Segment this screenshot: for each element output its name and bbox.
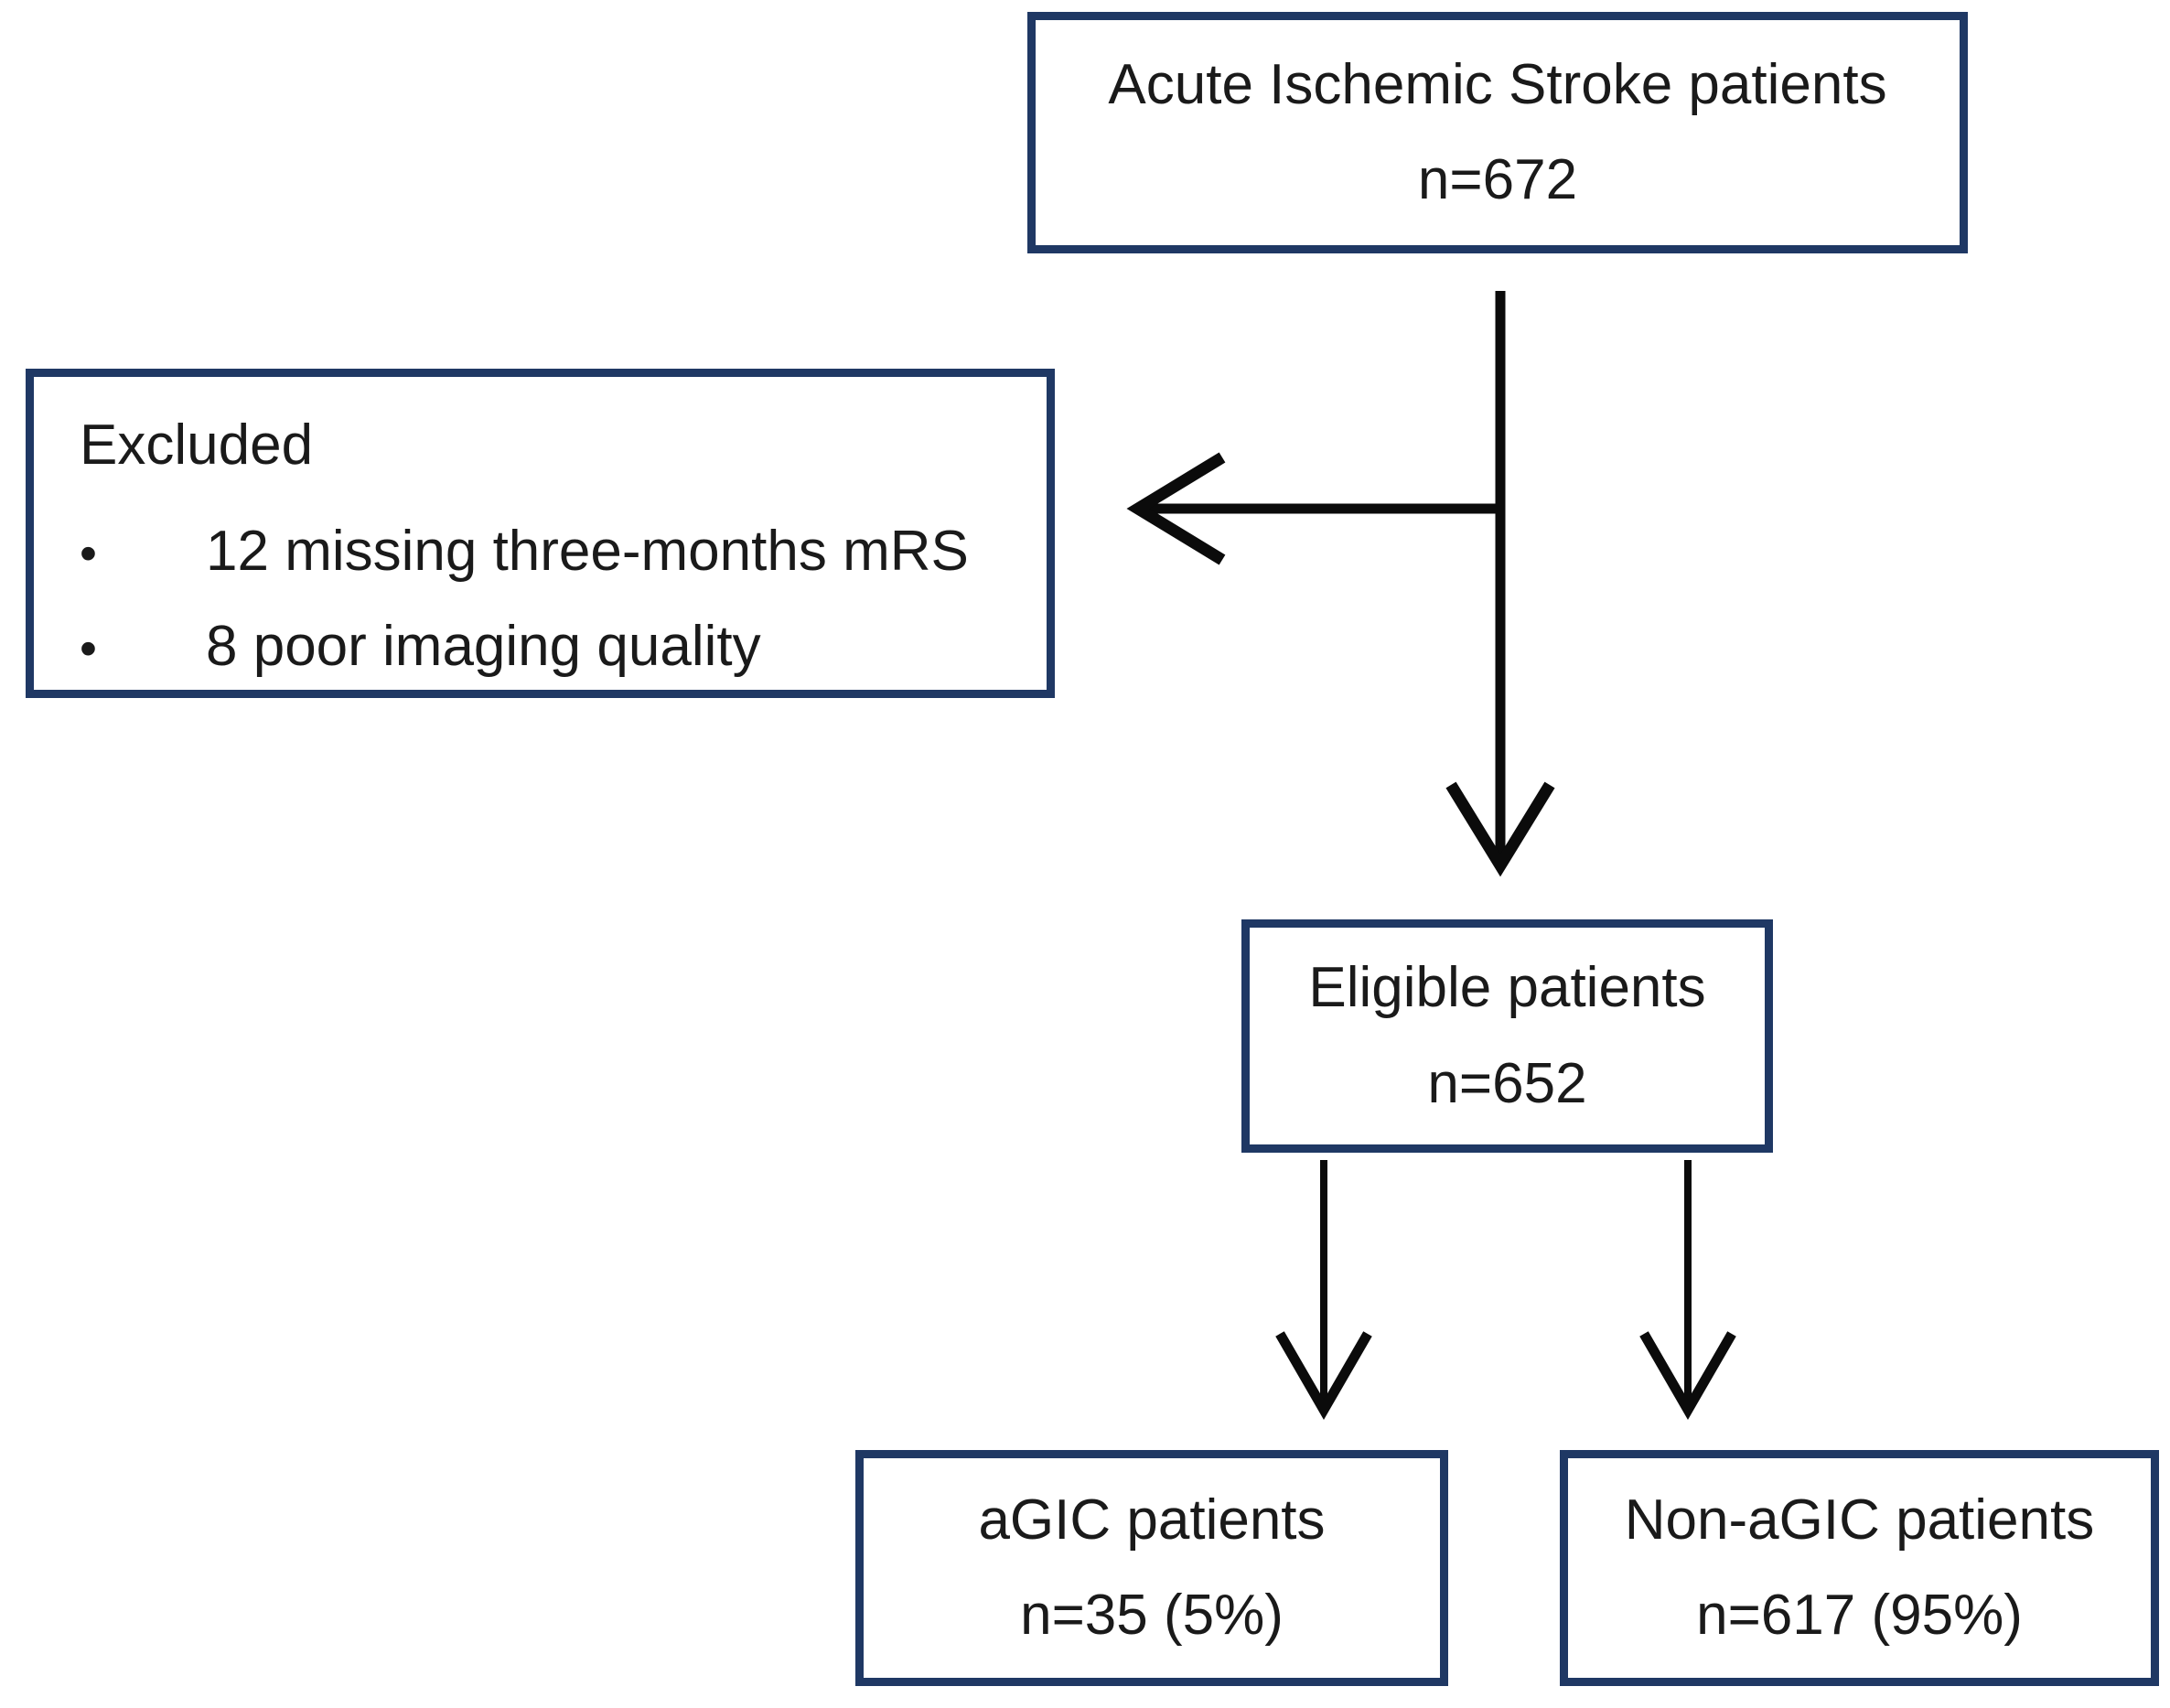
node-count: n=672: [1417, 148, 1578, 211]
node-count: n=652: [1427, 1051, 1587, 1115]
node-excluded: Excluded • 12 missing three-months mRS •…: [26, 369, 1055, 698]
node-agic-patients: aGIC patients n=35 (5%): [855, 1450, 1448, 1686]
arrow-eligible-to-agic: [1275, 1160, 1372, 1420]
excluded-item-text: 8 poor imaging quality: [206, 615, 761, 678]
node-eligible-patients: Eligible patients n=652: [1241, 919, 1773, 1153]
node-title: Non-aGIC patients: [1624, 1488, 2095, 1552]
node-count: n=617 (95%): [1696, 1584, 2023, 1647]
excluded-item: • 12 missing three-months mRS: [80, 523, 1028, 580]
excluded-item: • 8 poor imaging quality: [80, 618, 1028, 675]
arrow-acute-to-eligible: [1445, 291, 1555, 877]
excluded-title: Excluded: [80, 414, 314, 477]
arrow-branch-to-excluded: [1126, 452, 1505, 565]
node-acute-stroke-patients: Acute Ischemic Stroke patients n=672: [1027, 12, 1968, 253]
node-title: aGIC patients: [978, 1488, 1326, 1552]
bullet-icon: •: [80, 621, 97, 676]
node-non-agic-patients: Non-aGIC patients n=617 (95%): [1560, 1450, 2159, 1686]
bullet-icon: •: [80, 526, 97, 581]
node-title: Eligible patients: [1308, 956, 1706, 1020]
node-title: Acute Ischemic Stroke patients: [1108, 52, 1887, 116]
arrow-eligible-to-nonagic: [1639, 1160, 1736, 1420]
excluded-item-text: 12 missing three-months mRS: [206, 520, 969, 583]
node-count: n=35 (5%): [1020, 1584, 1284, 1647]
